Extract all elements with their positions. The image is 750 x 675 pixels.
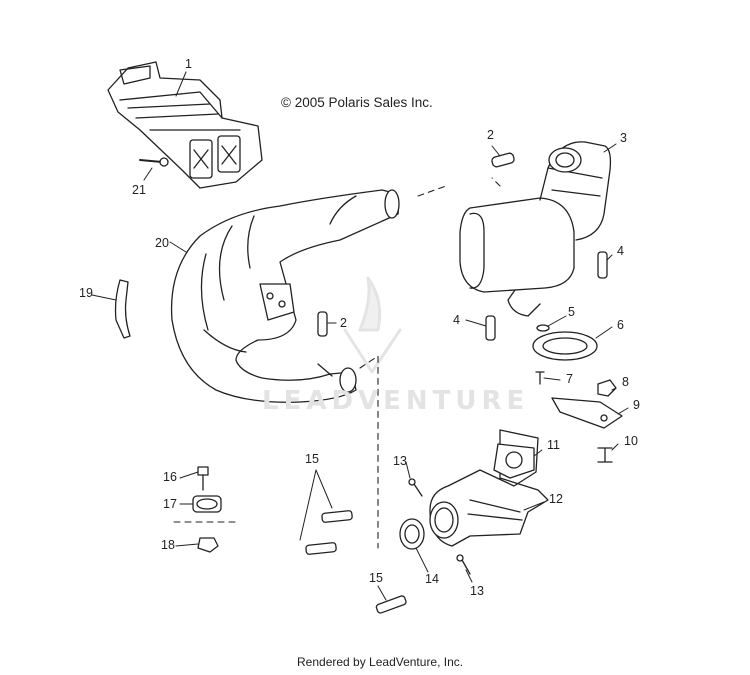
callout-label: 6: [617, 318, 624, 332]
manifold-part: [429, 429, 549, 547]
watermark-logo: [343, 276, 402, 374]
expansion-chamber-part: [170, 189, 400, 403]
callout-label: 16: [163, 470, 177, 484]
ring-gasket-hole: [404, 524, 420, 544]
callout-label: 7: [566, 372, 573, 386]
watermark-text: LEADVENTURE: [262, 386, 530, 416]
hardware-parts: [535, 371, 623, 463]
bracket-plate-part: [107, 61, 263, 189]
springs: [305, 152, 608, 614]
strap-part: [114, 279, 131, 339]
callout-label: 10: [624, 434, 638, 448]
callout-label: 18: [161, 538, 175, 552]
callout-label: 3: [620, 131, 627, 145]
mount-parts: [192, 466, 222, 553]
copyright-notice: © 2005 Polaris Sales Inc.: [281, 95, 433, 110]
callout-label: 21: [132, 183, 146, 197]
callout-label: 9: [633, 398, 640, 412]
callout-label: 2: [487, 128, 494, 142]
callout-label: 12: [549, 492, 563, 506]
callout-label: 11: [547, 438, 560, 452]
callout-label: 8: [622, 375, 629, 389]
gasket-parts: [532, 324, 598, 361]
leader-lines: [91, 71, 629, 601]
callout-label: 19: [79, 286, 93, 300]
alignment-lines: [173, 177, 501, 549]
ring-gasket-part: [399, 518, 425, 550]
callout-label: 17: [163, 497, 177, 511]
callout-label: 13: [470, 584, 484, 598]
callout-label: 4: [453, 313, 460, 327]
footer-credit: Rendered by LeadVenture, Inc.: [297, 655, 464, 669]
callout-label: 15: [369, 571, 383, 585]
bolt-parts: [408, 478, 471, 575]
callout-label: 5: [568, 305, 575, 319]
callout-label: 1: [185, 57, 192, 71]
callout-label: 14: [425, 572, 439, 586]
callout-label: 4: [617, 244, 624, 258]
muffler-part: [459, 141, 612, 317]
callout-label: 2: [340, 316, 347, 330]
callout-label: 13: [393, 454, 407, 468]
rivet-part: [139, 157, 169, 167]
callout-label: 15: [305, 452, 319, 466]
callout-label: 20: [155, 236, 169, 250]
